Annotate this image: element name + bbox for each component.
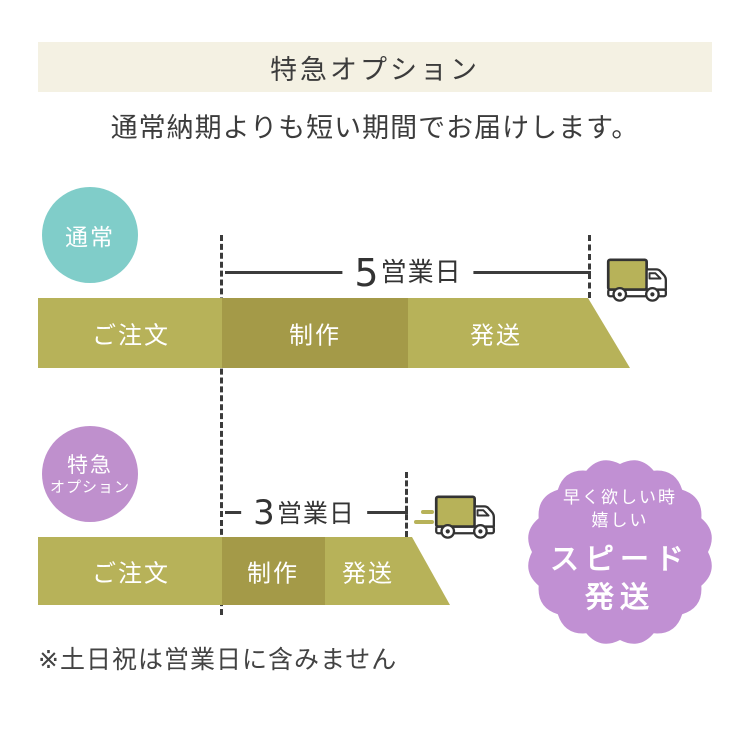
header-bar: 特急オプション — [38, 42, 712, 92]
normal-end-dashed-line — [588, 235, 591, 298]
normal-duration-unit: 営業日 — [380, 258, 462, 288]
subtitle: 通常納期よりも短い期間でお届けします。 — [110, 113, 640, 144]
delivery-truck-icon — [434, 495, 495, 539]
normal-duration-number: 5 — [354, 251, 379, 295]
normal-duration-label: 5 営業日 — [342, 251, 474, 295]
express-flow-label-line2: オプション — [49, 477, 130, 496]
normal-flow-badge: 通常 — [42, 187, 138, 283]
speed-motion-line — [421, 510, 434, 514]
express-duration-number: 3 — [253, 493, 275, 533]
order-start-dashed-line — [220, 235, 223, 615]
express-flow-label-line1: 特急 — [67, 452, 113, 477]
speed-badge-line4: 発送 — [584, 579, 655, 614]
delivery-truck-icon — [606, 258, 667, 302]
express-step-production: 制作 — [247, 559, 299, 588]
speed-badge-line1: 早く欲しい時 — [563, 488, 677, 509]
speed-badge-text: 早く欲しい時 嬉しい スピード 発送 — [520, 452, 720, 652]
normal-step-order: ご注文 — [92, 321, 170, 350]
page-title: 特急オプション — [270, 54, 480, 86]
speed-badge-line2: 嬉しい — [591, 511, 649, 532]
express-duration-label: 3 営業日 — [241, 491, 367, 535]
speed-shipping-badge: 早く欲しい時 嬉しい スピード 発送 — [520, 452, 720, 652]
express-end-dashed-line — [405, 472, 408, 537]
normal-step-shipping: 発送 — [470, 321, 522, 350]
express-step-shipping: 発送 — [342, 559, 394, 588]
express-step-order: ご注文 — [92, 559, 170, 588]
express-flow-badge: 特急 オプション — [42, 426, 138, 522]
express-process-bar: ご注文 制作 発送 — [38, 537, 450, 605]
speed-badge-line3: スピード — [549, 542, 690, 577]
normal-process-bar: ご注文 制作 発送 — [38, 298, 630, 368]
normal-step-production: 制作 — [289, 321, 341, 350]
footnote: ※土日祝は営業日に含みません — [38, 645, 398, 674]
speed-motion-line — [414, 520, 434, 524]
express-duration-unit: 営業日 — [276, 498, 355, 528]
normal-flow-label: 通常 — [65, 225, 115, 251]
scalloped-seal-icon — [528, 460, 712, 644]
